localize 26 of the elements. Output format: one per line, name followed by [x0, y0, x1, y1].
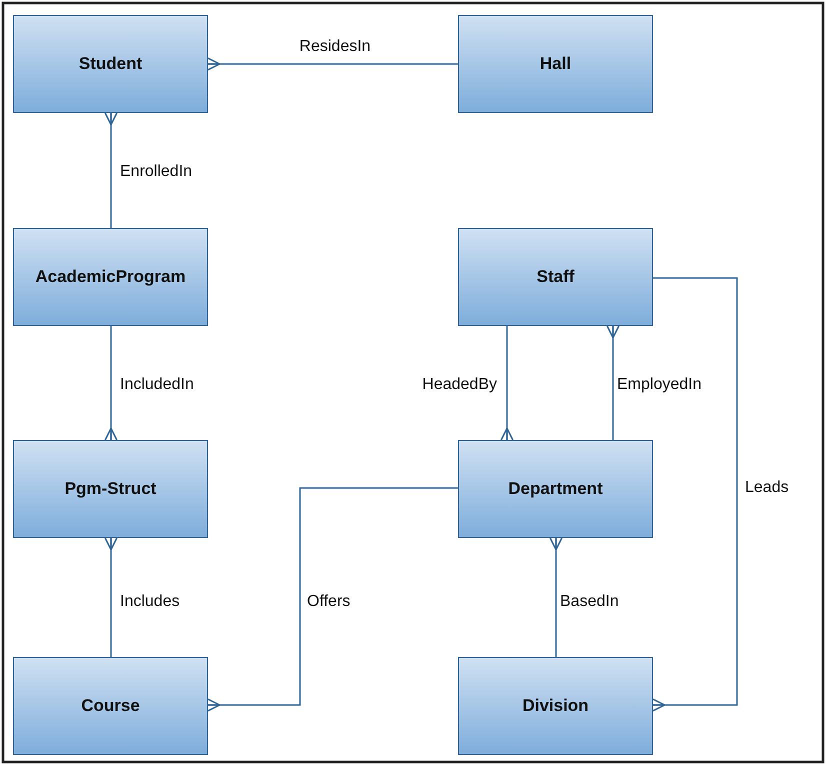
entity-name: Division	[522, 696, 589, 716]
entity-box	[13, 15, 208, 113]
entity-box	[13, 657, 208, 755]
entity-name: Course	[81, 696, 140, 716]
entity-box	[458, 657, 653, 755]
entity-name: Student	[78, 54, 142, 74]
relationship-line	[652, 277, 738, 712]
relationship-line	[104, 112, 118, 228]
entity-box	[13, 440, 208, 538]
entity-name: Staff	[536, 267, 574, 287]
entity-box	[458, 15, 653, 113]
entity-name: Pgm-Struct	[64, 479, 156, 499]
relationship-line	[549, 537, 563, 657]
entity-name: Department	[508, 479, 603, 499]
relationship-line	[104, 537, 118, 657]
entity-name: Hall	[540, 54, 572, 74]
entity-name: AcademicProgram	[35, 267, 186, 287]
entity-box	[458, 228, 653, 326]
relationship-line	[207, 487, 458, 712]
relationship-line	[606, 325, 620, 440]
relationship-label: EmployedIn	[615, 375, 704, 395]
entity-box	[13, 228, 208, 326]
entity-box	[458, 440, 653, 538]
relationship-line	[207, 57, 458, 71]
relationship-line	[500, 326, 514, 441]
relationship-line	[104, 326, 118, 441]
